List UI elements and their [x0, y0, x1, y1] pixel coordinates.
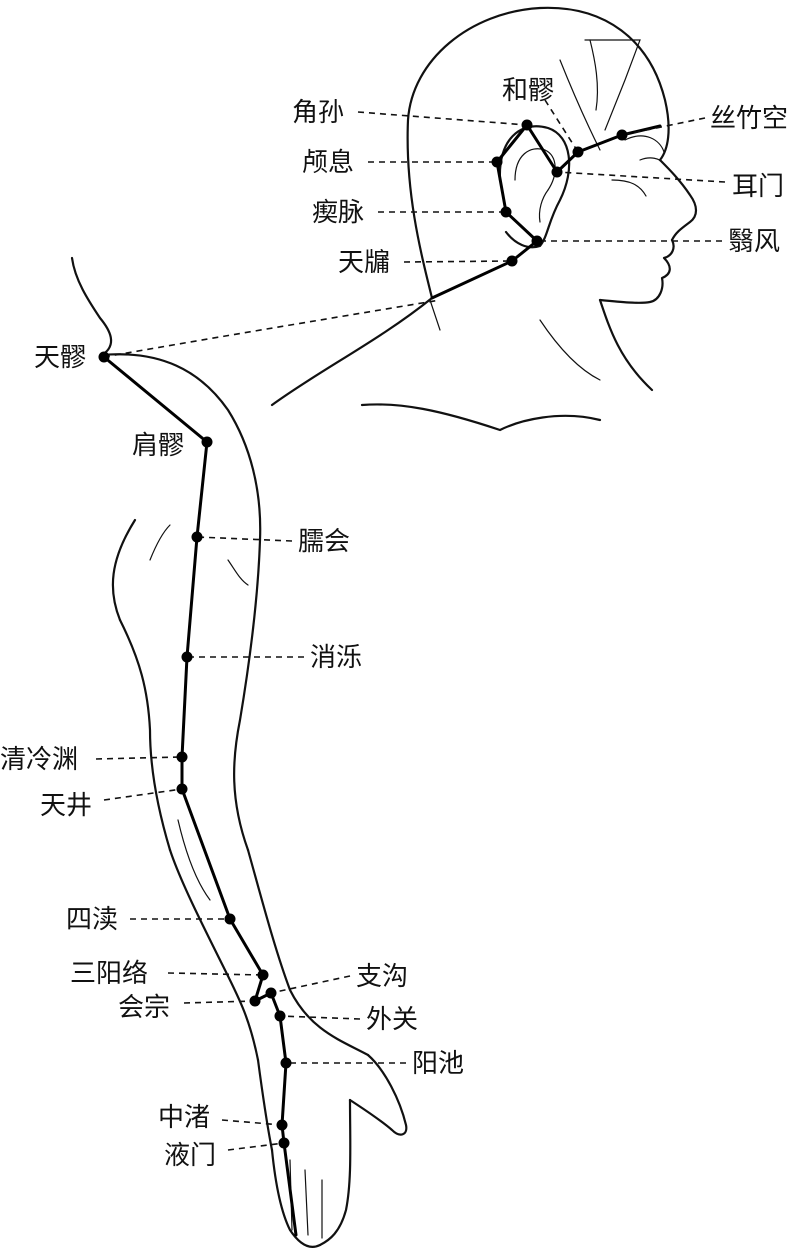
connector-naohui: [196, 536, 293, 542]
label-ermen: 耳门: [732, 172, 784, 202]
label-sanyangluo: 三阳络: [70, 959, 148, 989]
label-qinglengyuan: 清冷渊: [0, 745, 78, 775]
acupoint-yifeng: [531, 235, 543, 247]
acupoint-sanyangluo: [257, 969, 269, 981]
label-xiaoluo: 消泺: [310, 643, 362, 673]
acupoint-qimai: [500, 206, 512, 218]
connector-qinglengyuan: [95, 756, 183, 760]
label-naohui: 臑会: [298, 527, 350, 557]
label-zhigou: 支沟: [356, 962, 408, 992]
connector-jiaosun: [357, 111, 528, 126]
label-huizong: 会宗: [118, 993, 170, 1023]
label-waiguan: 外关: [366, 1005, 418, 1035]
acupoint-zhongzhu: [276, 1119, 288, 1131]
label-tianjing: 天井: [40, 791, 92, 821]
acupoint-yangchi: [280, 1057, 292, 1069]
acupoint-sizhukong: [616, 129, 628, 141]
acupoint-waiguan: [274, 1010, 286, 1022]
acupoint-yemen: [278, 1137, 290, 1149]
acupoint-xiaoluo: [181, 651, 193, 663]
connector-zhigou: [270, 975, 351, 994]
acupoint-ermen: [551, 166, 563, 178]
label-sidu: 四渎: [66, 905, 118, 935]
acupoint-naohui: [191, 531, 203, 543]
acupoint-markers: [98, 119, 628, 1149]
acupoint-jiaosun: [521, 119, 533, 131]
label-yifeng: 翳风: [728, 227, 780, 257]
label-qimai: 瘈脉: [312, 198, 364, 228]
connector-zhongzhu: [221, 1119, 283, 1126]
acupoint-heliao: [572, 146, 584, 158]
meridian-line: [102, 123, 662, 1237]
connector-lines: [95, 99, 726, 1151]
connector-yemen: [227, 1142, 285, 1151]
label-sizhukong: 丝竹空: [710, 104, 788, 134]
label-zhongzhu: 中渚: [158, 1103, 210, 1133]
connector-ermen: [556, 171, 726, 183]
head-outline: [270, 6, 698, 432]
acupoint-luxi: [491, 156, 503, 168]
acupoint-tianyou: [506, 255, 518, 267]
connector-huizong: [183, 1000, 256, 1004]
label-tianyou: 天牖: [338, 248, 390, 278]
arm-outline: [70, 256, 408, 1248]
label-yemen: 液门: [164, 1141, 216, 1171]
acupoint-tianliao: [98, 351, 110, 363]
connector-tianjing: [103, 788, 183, 801]
label-tianliao: 天髎: [34, 343, 86, 373]
connector-tianyou: [403, 260, 513, 263]
label-luxi: 颅息: [302, 148, 354, 178]
label-heliao: 和髎: [502, 76, 554, 106]
acupoint-sidu: [224, 913, 236, 925]
connector-sanyangluo: [167, 972, 264, 976]
acupoint-huizong: [249, 995, 261, 1007]
acupoint-qinglengyuan: [176, 751, 188, 763]
label-jiaosun: 角孙: [292, 98, 344, 128]
connector-heliao: [544, 99, 579, 153]
acupoint-jianliao: [201, 436, 213, 448]
acupoint-zhigou: [265, 987, 277, 999]
connector-sizhukong: [621, 117, 706, 136]
label-yangchi: 阳池: [412, 1049, 464, 1079]
connector-waiguan: [279, 1015, 361, 1020]
label-jianliao: 肩髎: [132, 431, 184, 461]
acupoint-tianjing: [176, 783, 188, 795]
